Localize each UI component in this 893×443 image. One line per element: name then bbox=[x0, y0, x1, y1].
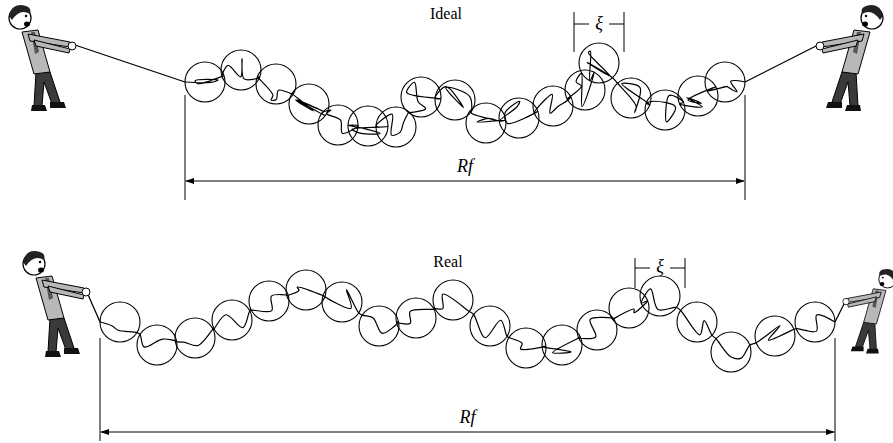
bracket-tick bbox=[635, 258, 636, 288]
bracket-line bbox=[609, 24, 624, 25]
dimension-arrow bbox=[186, 181, 744, 182]
bracket-tick bbox=[685, 258, 686, 288]
pulling-man bbox=[843, 269, 893, 354]
bracket-line bbox=[670, 268, 685, 269]
polymer-strand bbox=[100, 287, 835, 359]
blob-circle bbox=[249, 281, 289, 321]
blob-size-label: ξ bbox=[656, 256, 664, 276]
extension-line bbox=[185, 95, 186, 200]
blob-circle bbox=[359, 306, 399, 346]
blob-circle bbox=[289, 84, 329, 124]
bracket-tick bbox=[574, 12, 575, 52]
label-holder: Real bbox=[433, 252, 462, 272]
label-holder: Ideal bbox=[430, 4, 462, 24]
heading-label: Real bbox=[433, 252, 462, 272]
extension-line bbox=[100, 338, 101, 441]
bracket-line bbox=[635, 268, 650, 269]
pulling-man bbox=[23, 251, 90, 357]
blob-circle bbox=[433, 280, 473, 320]
pulling-man bbox=[816, 5, 883, 111]
blob-circle bbox=[755, 316, 795, 356]
label-holder: Rf bbox=[457, 156, 473, 176]
blob-circle bbox=[677, 302, 717, 342]
label-holder: ξ bbox=[656, 256, 664, 276]
ideal-chain bbox=[185, 43, 745, 147]
blob-circle bbox=[645, 90, 685, 130]
blob-circle bbox=[286, 270, 326, 310]
bracket-tick bbox=[624, 12, 625, 52]
real-chain bbox=[100, 270, 835, 372]
blob-circle bbox=[221, 50, 261, 90]
polymer-strand bbox=[185, 51, 745, 135]
blob-circle bbox=[396, 298, 436, 338]
dimension-arrow bbox=[101, 432, 834, 433]
blob-circle bbox=[678, 76, 718, 116]
blob-circle bbox=[609, 288, 649, 328]
blob-size-label: ξ bbox=[595, 13, 603, 33]
pulling-man bbox=[9, 5, 76, 111]
blob-circle bbox=[705, 62, 745, 102]
end-to-end-label: Rf bbox=[460, 407, 476, 427]
blob-circle bbox=[175, 318, 215, 358]
rope bbox=[72, 44, 185, 82]
blob-circle bbox=[795, 302, 835, 342]
blob-circle bbox=[100, 302, 140, 342]
label-holder: Rf bbox=[460, 407, 476, 427]
extension-line bbox=[835, 338, 836, 441]
blob-circle bbox=[542, 325, 582, 365]
extension-line bbox=[745, 95, 746, 200]
bracket-line bbox=[574, 24, 589, 25]
heading-label: Ideal bbox=[430, 4, 462, 24]
end-to-end-label: Rf bbox=[457, 156, 473, 176]
blob-circle bbox=[322, 282, 362, 322]
label-holder: ξ bbox=[595, 13, 603, 33]
blob-circle bbox=[212, 300, 252, 340]
blob-circle bbox=[565, 70, 605, 110]
rope bbox=[745, 44, 820, 82]
blob-circle bbox=[579, 43, 619, 83]
